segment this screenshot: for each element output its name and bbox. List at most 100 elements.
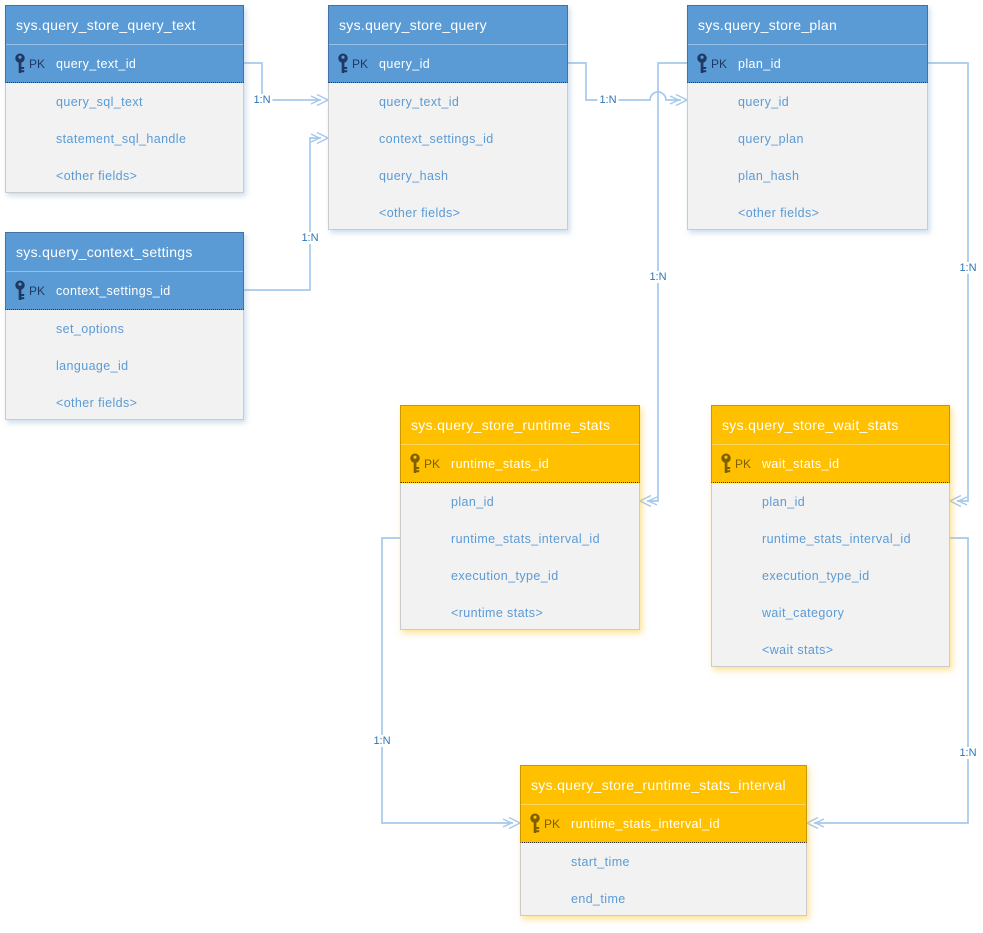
field-name: set_options xyxy=(56,321,125,336)
pk-row: PK query_text_id xyxy=(6,45,243,82)
primary-key-icon xyxy=(15,280,25,300)
primary-key-icon xyxy=(697,53,707,73)
field-name: <runtime stats> xyxy=(451,605,544,620)
field-row: context_settings_id xyxy=(329,120,567,157)
field-name: wait_category xyxy=(762,605,845,620)
field-name: end_time xyxy=(571,891,626,906)
field-row: end_time xyxy=(521,880,806,917)
field-row: execution_type_id xyxy=(712,557,949,594)
relation-cardinality-label: 1:N xyxy=(647,271,669,283)
field-name: query_plan xyxy=(738,131,804,146)
field-name: language_id xyxy=(56,358,129,373)
relation-cardinality-label: 1:N xyxy=(251,94,273,106)
field-name: plan_hash xyxy=(738,168,800,183)
relation-cardinality-label: 1:N xyxy=(957,262,979,274)
pk-label: PK xyxy=(735,456,752,471)
table-title: sys.query_context_settings xyxy=(6,233,243,272)
field-row: <other fields> xyxy=(329,194,567,231)
field-row: execution_type_id xyxy=(401,557,639,594)
field-row: plan_id xyxy=(401,483,639,520)
pk-label: PK xyxy=(29,56,46,71)
relation-line-runtime_stats-to-interval xyxy=(381,537,513,824)
field-name: query_hash xyxy=(379,168,449,183)
field-name: <other fields> xyxy=(56,168,138,183)
pk-label: PK xyxy=(424,456,441,471)
pk-field-name: context_settings_id xyxy=(56,283,171,298)
field-row: query_text_id xyxy=(329,83,567,120)
primary-key-icon xyxy=(15,53,25,73)
relation-line-context_settings-to-query xyxy=(244,137,321,291)
field-row: query_hash xyxy=(329,157,567,194)
pk-row: PK query_id xyxy=(329,45,567,82)
field-name: runtime_stats_interval_id xyxy=(451,531,600,546)
table-title-text: sys.query_store_plan xyxy=(698,17,838,33)
relation-cardinality-label: 1:N xyxy=(371,735,393,747)
relation-arrowhead-plan-to-runtime_stats xyxy=(638,494,658,508)
field-row: start_time xyxy=(521,843,806,880)
table-title-text: sys.query_context_settings xyxy=(16,244,193,260)
pk-label: PK xyxy=(352,56,369,71)
pk-field-name: wait_stats_id xyxy=(762,456,840,471)
table-title-text: sys.query_store_query_text xyxy=(16,17,196,33)
relation-line-query-to-plan xyxy=(568,62,681,101)
pk-label: PK xyxy=(29,283,46,298)
pk-field-name: runtime_stats_id xyxy=(451,456,550,471)
table-title: sys.query_store_query xyxy=(329,6,567,45)
relation-arrowhead-wait_stats-to-interval xyxy=(805,816,825,830)
relation-line-query_text-to-query xyxy=(244,62,321,101)
pk-label: PK xyxy=(544,816,561,831)
pk-field-name: query_text_id xyxy=(56,56,137,71)
relation-cardinality-label: 1:N xyxy=(957,747,979,759)
pk-field-name: plan_id xyxy=(738,56,782,71)
field-name: <other fields> xyxy=(379,205,461,220)
pk-field-name: query_id xyxy=(379,56,431,71)
field-row: language_id xyxy=(6,347,243,384)
field-row: <other fields> xyxy=(6,384,243,421)
field-row: runtime_stats_interval_id xyxy=(401,520,639,557)
field-row: <other fields> xyxy=(688,194,927,231)
field-name: start_time xyxy=(571,854,630,869)
table-title-text: sys.query_store_runtime_stats xyxy=(411,417,611,433)
field-name: plan_id xyxy=(451,494,495,509)
field-row: <runtime stats> xyxy=(401,594,639,631)
primary-key-icon xyxy=(530,813,540,833)
field-row: runtime_stats_interval_id xyxy=(712,520,949,557)
table-title: sys.query_store_runtime_stats_interval xyxy=(521,766,806,805)
relation-cardinality-label: 1:N xyxy=(597,94,619,106)
table-title: sys.query_store_runtime_stats xyxy=(401,406,639,445)
table-title: sys.query_store_plan xyxy=(688,6,927,45)
field-row: wait_category xyxy=(712,594,949,631)
field-name: query_sql_text xyxy=(56,94,143,109)
field-row: query_sql_text xyxy=(6,83,243,120)
relation-arrowhead-plan-to-wait_stats xyxy=(948,494,968,508)
primary-key-icon xyxy=(338,53,348,73)
field-name: context_settings_id xyxy=(379,131,494,146)
field-name: query_id xyxy=(738,94,790,109)
field-name: execution_type_id xyxy=(762,568,870,583)
pk-field-name: runtime_stats_interval_id xyxy=(571,816,720,831)
field-row: statement_sql_handle xyxy=(6,120,243,157)
relation-cardinality-label: 1:N xyxy=(299,232,321,244)
field-name: runtime_stats_interval_id xyxy=(762,531,911,546)
primary-key-icon xyxy=(721,453,731,473)
table-title: sys.query_store_query_text xyxy=(6,6,243,45)
field-row: query_plan xyxy=(688,120,927,157)
field-row: plan_id xyxy=(712,483,949,520)
primary-key-icon xyxy=(410,453,420,473)
table-title-text: sys.query_store_runtime_stats_interval xyxy=(531,777,786,793)
table-title-text: sys.query_store_query xyxy=(339,17,487,33)
field-row: set_options xyxy=(6,310,243,347)
pk-row: PK runtime_stats_interval_id xyxy=(521,805,806,842)
